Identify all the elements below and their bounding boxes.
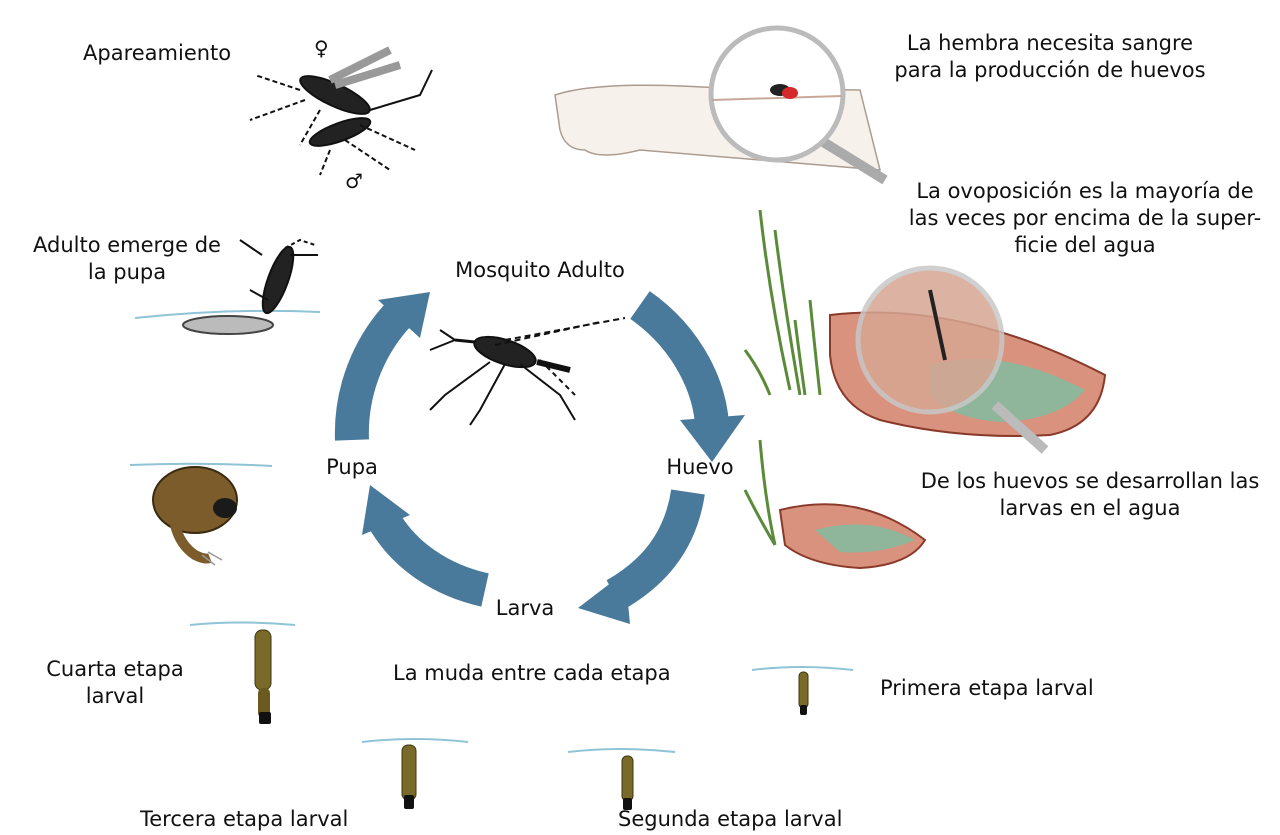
- cycle-label-larva: Larva: [480, 595, 570, 622]
- female-symbol: ♀: [314, 35, 329, 62]
- fourth-instar-larva: [190, 623, 295, 725]
- pupa-illustration: [130, 464, 272, 565]
- cycle-label-egg: Huevo: [655, 454, 745, 481]
- adult-mosquito-center: [430, 318, 625, 425]
- arrow-pupa-to-adult: [352, 315, 398, 440]
- label-blood-meal: La hembra necesita sangre para la produc…: [870, 30, 1230, 84]
- cycle-label-pupa: Pupa: [312, 454, 392, 481]
- label-molting: La muda entre cada etapa: [393, 660, 671, 687]
- label-first-instar: Primera etapa larval: [880, 675, 1094, 702]
- mating-mosquitoes: [250, 50, 432, 175]
- label-oviposition: La ovoposición es la mayoría de las vece…: [895, 178, 1275, 259]
- arrow-adult-to-egg: [640, 305, 712, 425]
- label-mating: Apareamiento: [83, 40, 231, 67]
- label-second-instar: Segunda etapa larval: [618, 806, 842, 833]
- third-instar-larva: [362, 739, 468, 809]
- arrow-larva-to-pupa: [385, 522, 485, 590]
- cycle-label-adult: Mosquito Adulto: [440, 257, 640, 284]
- arrow-egg-to-larva: [615, 492, 688, 595]
- arrow-head-egg-to-larva: [578, 572, 630, 624]
- blood-meal-illustration: [555, 28, 885, 180]
- first-instar-larva: [752, 667, 853, 715]
- label-adult-emerges: Adulto emerge de la pupa: [12, 232, 242, 286]
- label-fourth-instar: Cuarta etapa larval: [30, 656, 200, 710]
- label-larvae-develop: De los huevos se desarrollan las larvas …: [905, 468, 1275, 522]
- larvae-dish-illustration: [745, 440, 925, 568]
- male-symbol: ♂: [345, 168, 363, 195]
- second-instar-larva: [568, 749, 675, 810]
- label-third-instar: Tercera etapa larval: [140, 806, 348, 833]
